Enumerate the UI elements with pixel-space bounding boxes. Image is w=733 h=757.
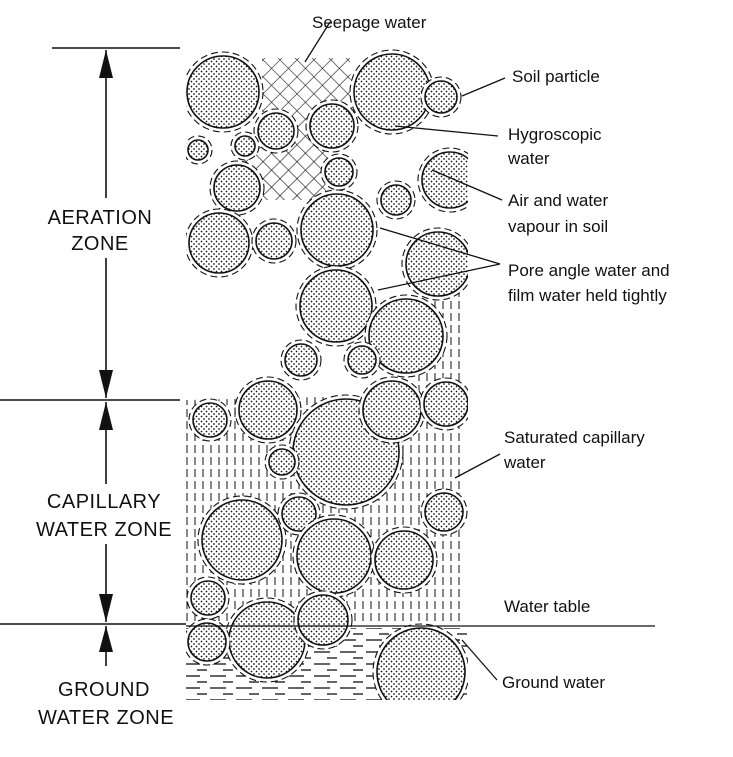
label-hygroscopic-2: water [507,149,550,168]
soil-particle [201,499,283,581]
soil-particle [297,594,349,646]
leader-seepage [304,21,331,63]
soil-particle [255,222,293,260]
arrowhead-up [99,626,113,652]
soil-particle [421,151,468,209]
zone-label-ground-1: GROUND [58,679,150,701]
label-hygroscopic-1: Hygroscopic [508,125,602,144]
leader-pore-angle-1 [379,227,501,265]
soil-particle [405,231,468,297]
soil-particle [309,103,355,149]
leader-saturated-capillary [454,453,501,479]
soil-particle [424,80,458,114]
soil-particle [238,380,298,440]
soil-particle [296,518,372,594]
soil-particle [190,580,226,616]
soil-particle [353,53,431,131]
label-water-table: Water table [504,597,590,616]
soil-particle [300,193,374,267]
label-saturated-capillary-1: Saturated capillary [504,428,645,447]
soil-particle [362,380,422,440]
soil-particle [324,157,354,187]
leader-soil-particle [461,77,506,97]
soil-particle [299,269,373,343]
label-pore-angle-2: film water held tightly [508,286,667,305]
leader-air-vapour [431,169,503,201]
soil-particle [213,164,261,212]
soil-particle [380,184,412,216]
soil-particle [284,343,318,377]
label-seepage-water: Seepage water [312,13,427,32]
arrowhead-up [99,50,113,78]
soil-particle [268,448,296,476]
zone-label-aeration-2: ZONE [71,233,129,255]
arrowhead-down [99,370,113,398]
leader-hygroscopic [394,125,499,137]
soil-particles [186,49,468,700]
soil-particle [188,212,250,274]
label-pore-angle-1: Pore angle water and [508,261,670,280]
soil-particle [424,492,464,532]
label-soil-particle: Soil particle [512,67,600,86]
arrowhead-down [99,594,113,622]
soil-particle [192,402,228,438]
soil-particle [187,139,209,161]
soil-particle [281,496,317,532]
zone-label-ground-2: WATER ZONE [38,707,174,729]
soil-particle [228,601,306,679]
label-air-vapour-1: Air and water [508,191,608,210]
zone-bracket [0,47,186,666]
label-saturated-capillary-2: water [503,453,546,472]
zone-label-aeration-1: AERATION [48,207,153,229]
label-ground-water: Ground water [502,673,605,692]
leader-ground-water [461,639,498,681]
soil-particle [257,112,295,150]
soil-particle [368,298,444,374]
soil-particle [374,530,434,590]
zone-label-capillary-1: CAPILLARY [47,491,161,513]
soil-particle [347,345,377,375]
soil-particle [186,55,260,129]
soil-particle [423,381,468,427]
arrowhead-up [99,402,113,430]
soil-particle [187,622,227,662]
leader-pore-angle-2 [377,263,501,291]
soil-particle [234,135,256,157]
soil-particle [376,627,466,700]
leader-lines [304,21,506,681]
zone-label-capillary-2: WATER ZONE [36,519,172,541]
label-air-vapour-2: vapour in soil [508,217,608,236]
